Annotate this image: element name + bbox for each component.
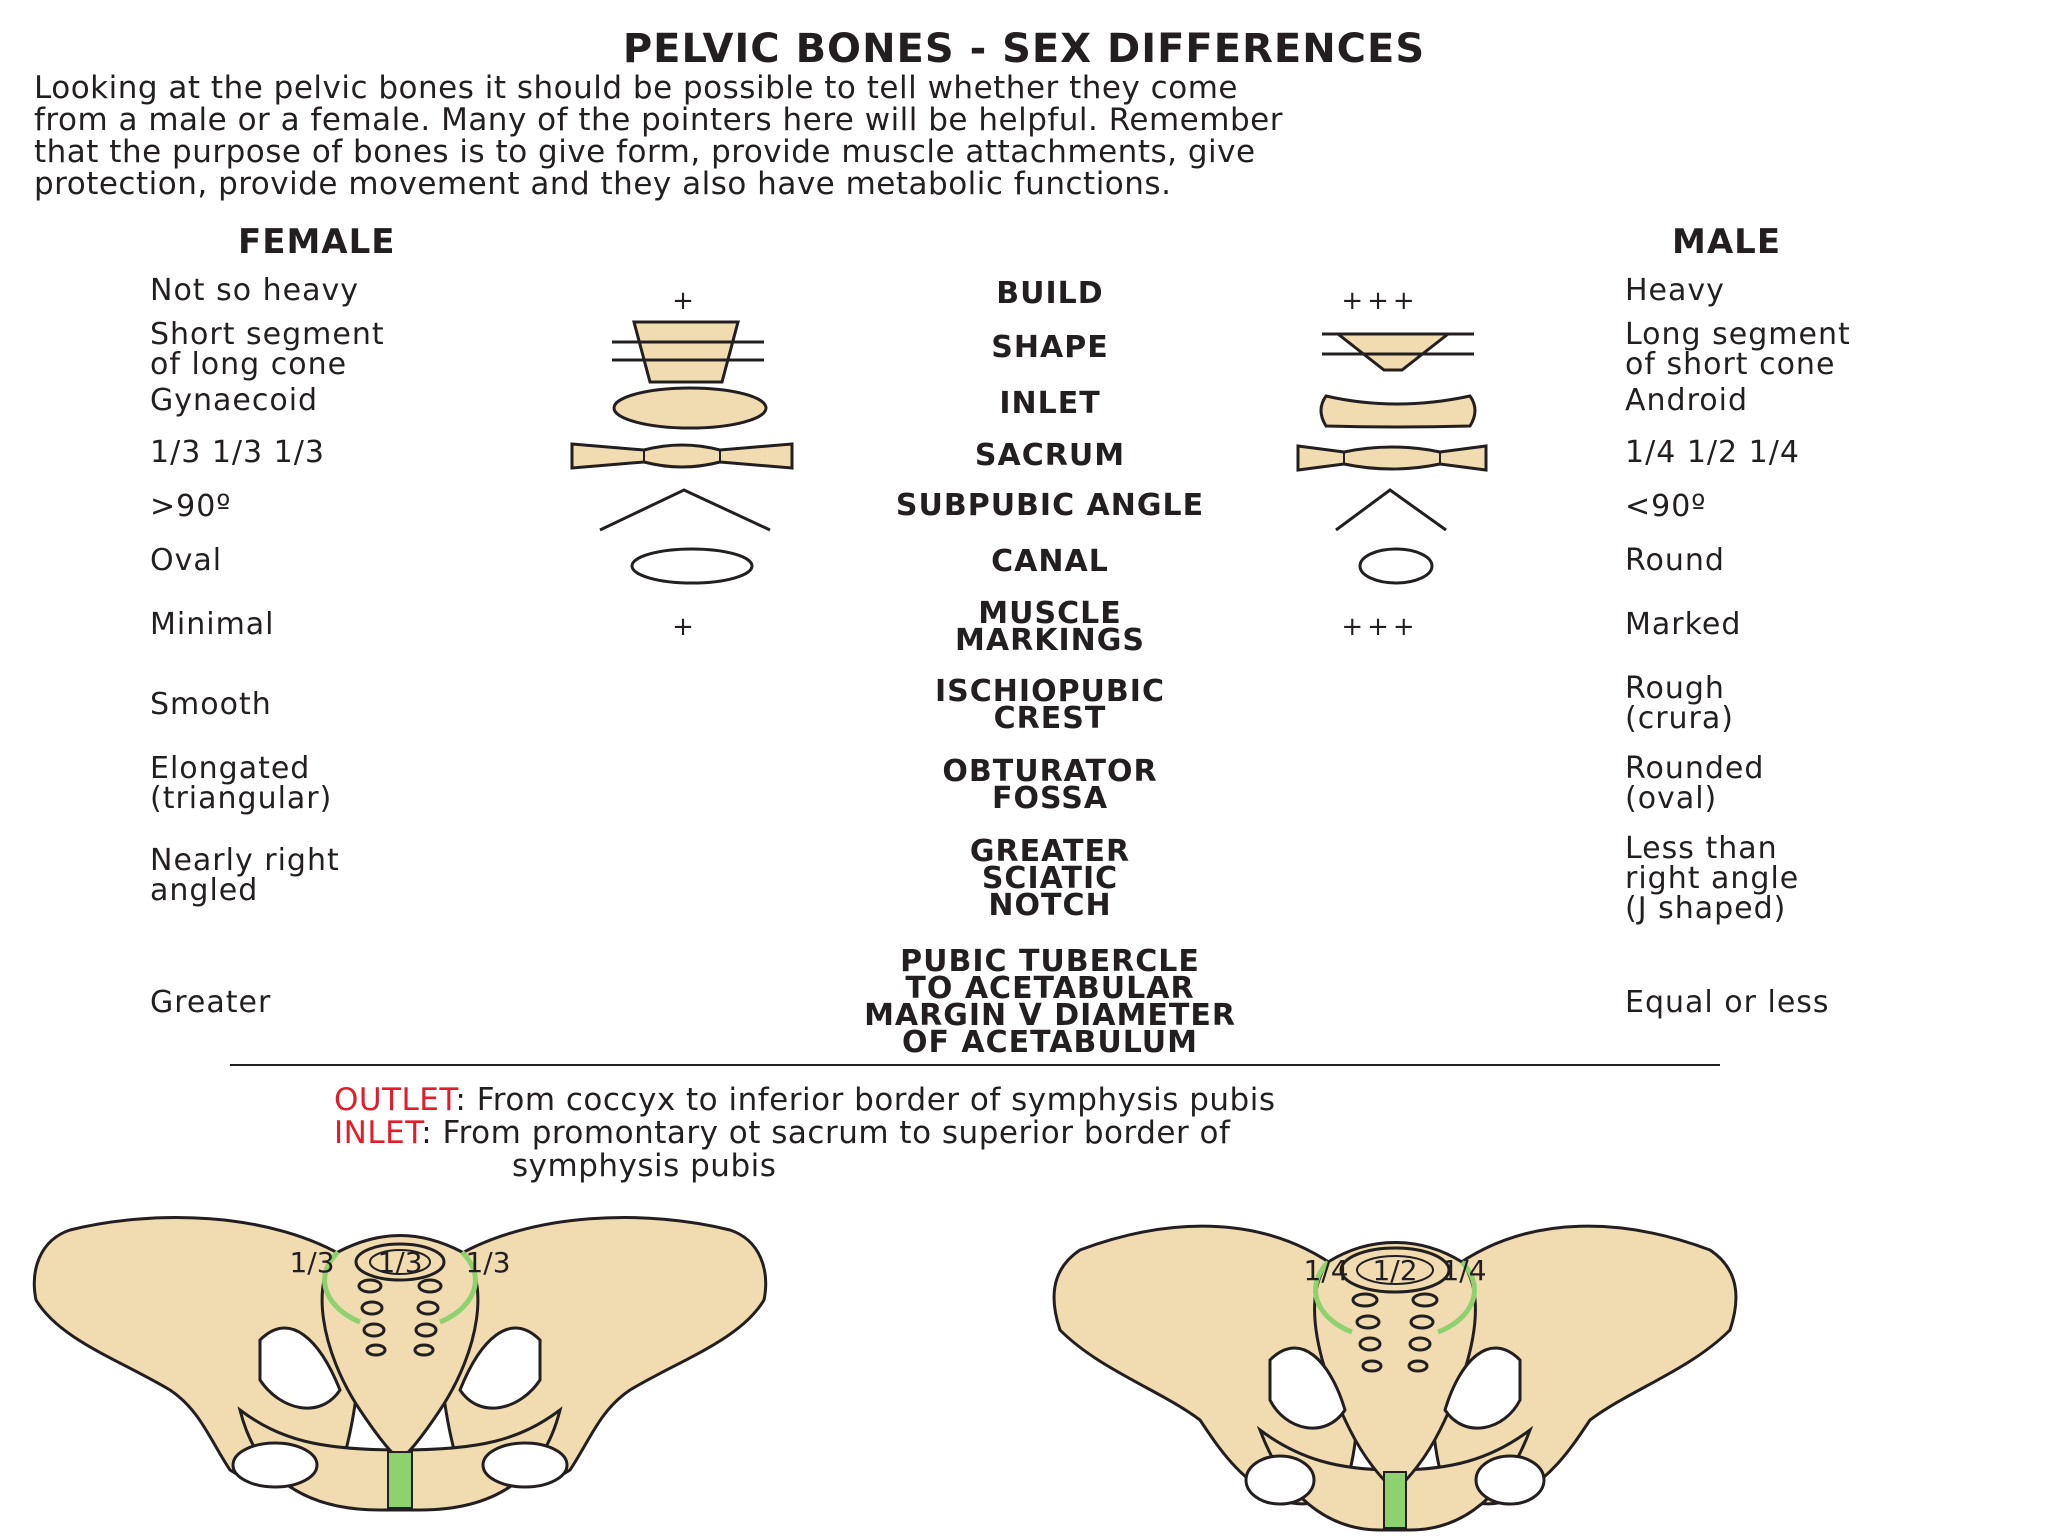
female-inlet: Gynaecoid — [150, 383, 319, 418]
female-shape-line: Short segment — [150, 317, 385, 352]
feature-line: SCIATIC — [981, 861, 1119, 896]
male-shape-line: Long segment — [1625, 317, 1851, 352]
android-inlet-icon — [1319, 394, 1477, 429]
male-inlet: Android — [1625, 383, 1748, 418]
male-canal: Round — [1625, 543, 1725, 578]
outlet-definition: OUTLET: From coccyx to inferior border o… — [334, 1084, 1276, 1117]
male-subpubic-angle: <90º — [1625, 489, 1707, 524]
male-sacrum-left-label: 1/4 — [1303, 1254, 1348, 1287]
male-obturator-fossa: Rounded (oval) — [1625, 754, 2025, 814]
feature-inlet: INLET — [999, 386, 1101, 421]
section-divider — [230, 1064, 1720, 1066]
gynaecoid-inlet-icon — [612, 386, 768, 430]
feature-line: OF ACETABULUM — [901, 1025, 1198, 1060]
feature-ischiopubic-crest: ISCHIOPUBIC CREST — [760, 674, 1340, 736]
male-column-header: MALE — [1672, 222, 1782, 262]
male-muscle-markings: Marked — [1625, 607, 1742, 642]
intro-line: from a male or a female. Many of the poi… — [34, 102, 1283, 138]
feature-line: TO ACETABULAR — [905, 971, 1195, 1006]
short-cone-shape-icon — [1322, 332, 1474, 372]
obtuse-angle-icon — [599, 488, 771, 532]
feature-line: ISCHIOPUBIC — [935, 674, 1165, 709]
feature-line: FOSSA — [991, 781, 1109, 816]
long-cone-shape-icon — [612, 320, 764, 384]
female-ischiopubic-crest: Smooth — [150, 687, 272, 722]
male-greater-sciatic-notch: Less than right angle (J shaped) — [1625, 834, 2025, 924]
female-sacrum-center-label: 1/3 — [377, 1246, 422, 1279]
female-subpubic-angle: >90º — [150, 489, 232, 524]
female-column-header: FEMALE — [238, 222, 396, 262]
feature-sacrum: SACRUM — [974, 438, 1126, 473]
feature-line: MARKINGS — [955, 623, 1145, 658]
outlet-text: : From coccyx to inferior border of symp… — [455, 1082, 1276, 1118]
feature-line: OBTURATOR — [942, 754, 1158, 789]
male-line: Less than — [1625, 831, 1778, 866]
female-pelvis-illustration: 1/3 1/3 1/3 — [32, 1216, 768, 1512]
female-build-symbol: + — [672, 286, 698, 316]
male-sacrum: 1/4 1/2 1/4 — [1625, 435, 1800, 470]
male-sacrum-icon — [1296, 444, 1488, 472]
male-ischiopubic-crest: Rough (crura) — [1625, 674, 2025, 734]
feature-obturator-fossa: OBTURATOR FOSSA — [760, 754, 1340, 816]
feature-build: BUILD — [996, 276, 1104, 311]
female-muscle-symbol: + — [672, 612, 698, 642]
feature-pubic-tubercle: PUBIC TUBERCLE TO ACETABULAR MARGIN V DI… — [760, 944, 1340, 1060]
feature-subpubic-angle: SUBPUBIC ANGLE — [895, 488, 1205, 523]
feature-line: MARGIN V DIAMETER — [864, 998, 1236, 1033]
male-line: (oval) — [1625, 781, 1718, 816]
intro-line: that the purpose of bones is to give for… — [34, 134, 1256, 170]
outlet-label: OUTLET — [334, 1082, 456, 1118]
male-sacrum-center-label: 1/2 — [1372, 1254, 1417, 1287]
inlet-text: : From promontary ot sacrum to superior … — [421, 1115, 1231, 1151]
female-pubic-tubercle: Greater — [150, 985, 272, 1020]
male-shape: Long segment of short cone — [1625, 320, 2025, 380]
female-greater-sciatic-notch: Nearly right angled — [150, 846, 510, 906]
female-sacrum-left-label: 1/3 — [289, 1246, 334, 1279]
feature-line: CREST — [993, 701, 1107, 736]
female-sacrum: 1/3 1/3 1/3 — [150, 435, 325, 470]
male-line: (J shaped) — [1625, 891, 1787, 926]
male-build-symbol: +++ — [1341, 286, 1419, 316]
male-sacrum-right-label: 1/4 — [1441, 1254, 1486, 1287]
feature-line: PUBIC TUBERCLE — [900, 944, 1200, 979]
feature-canal: CANAL — [991, 544, 1109, 579]
male-line: (crura) — [1625, 701, 1734, 736]
page-title: PELVIC BONES - SEX DIFFERENCES — [622, 26, 1426, 72]
feature-shape: SHAPE — [991, 330, 1109, 365]
feature-line: MUSCLE — [978, 596, 1122, 631]
intro-line: Looking at the pelvic bones it should be… — [34, 70, 1238, 106]
acute-angle-icon — [1335, 488, 1447, 532]
intro-paragraph: Looking at the pelvic bones it should be… — [34, 72, 2014, 200]
female-shape: Short segment of long cone — [150, 320, 510, 380]
female-line: Elongated — [150, 751, 311, 786]
male-line: Rounded — [1625, 751, 1765, 786]
male-line: right angle — [1625, 861, 1800, 896]
round-canal-icon — [1358, 547, 1434, 585]
oval-canal-icon — [630, 547, 754, 585]
inlet-definition-continued: symphysis pubis — [512, 1148, 777, 1184]
feature-line: GREATER — [969, 834, 1131, 869]
female-shape-line: of long cone — [150, 347, 348, 382]
female-sacrum-right-label: 1/3 — [465, 1246, 510, 1279]
male-pubic-tubercle: Equal or less — [1625, 985, 1830, 1020]
feature-line: NOTCH — [988, 888, 1112, 923]
female-build: Not so heavy — [150, 273, 359, 308]
feature-greater-sciatic-notch: GREATER SCIATIC NOTCH — [760, 834, 1340, 923]
male-shape-line: of short cone — [1625, 347, 1836, 382]
female-sacrum-icon — [570, 442, 794, 470]
female-canal: Oval — [150, 543, 223, 578]
male-pelvis-illustration: 1/4 1/2 1/4 — [1052, 1224, 1738, 1532]
male-line: Rough — [1625, 671, 1725, 706]
female-line: (triangular) — [150, 781, 333, 816]
feature-muscle-markings: MUSCLE MARKINGS — [760, 596, 1340, 658]
female-obturator-fossa: Elongated (triangular) — [150, 754, 510, 814]
inlet-definition: INLET: From promontary ot sacrum to supe… — [334, 1117, 1230, 1150]
female-muscle-markings: Minimal — [150, 607, 275, 642]
male-build: Heavy — [1625, 273, 1725, 308]
male-muscle-symbol: +++ — [1341, 612, 1419, 642]
intro-line: protection, provide movement and they al… — [34, 166, 1172, 202]
female-line: Nearly right — [150, 843, 340, 878]
inlet-label: INLET — [334, 1115, 422, 1151]
female-line: angled — [150, 873, 259, 908]
